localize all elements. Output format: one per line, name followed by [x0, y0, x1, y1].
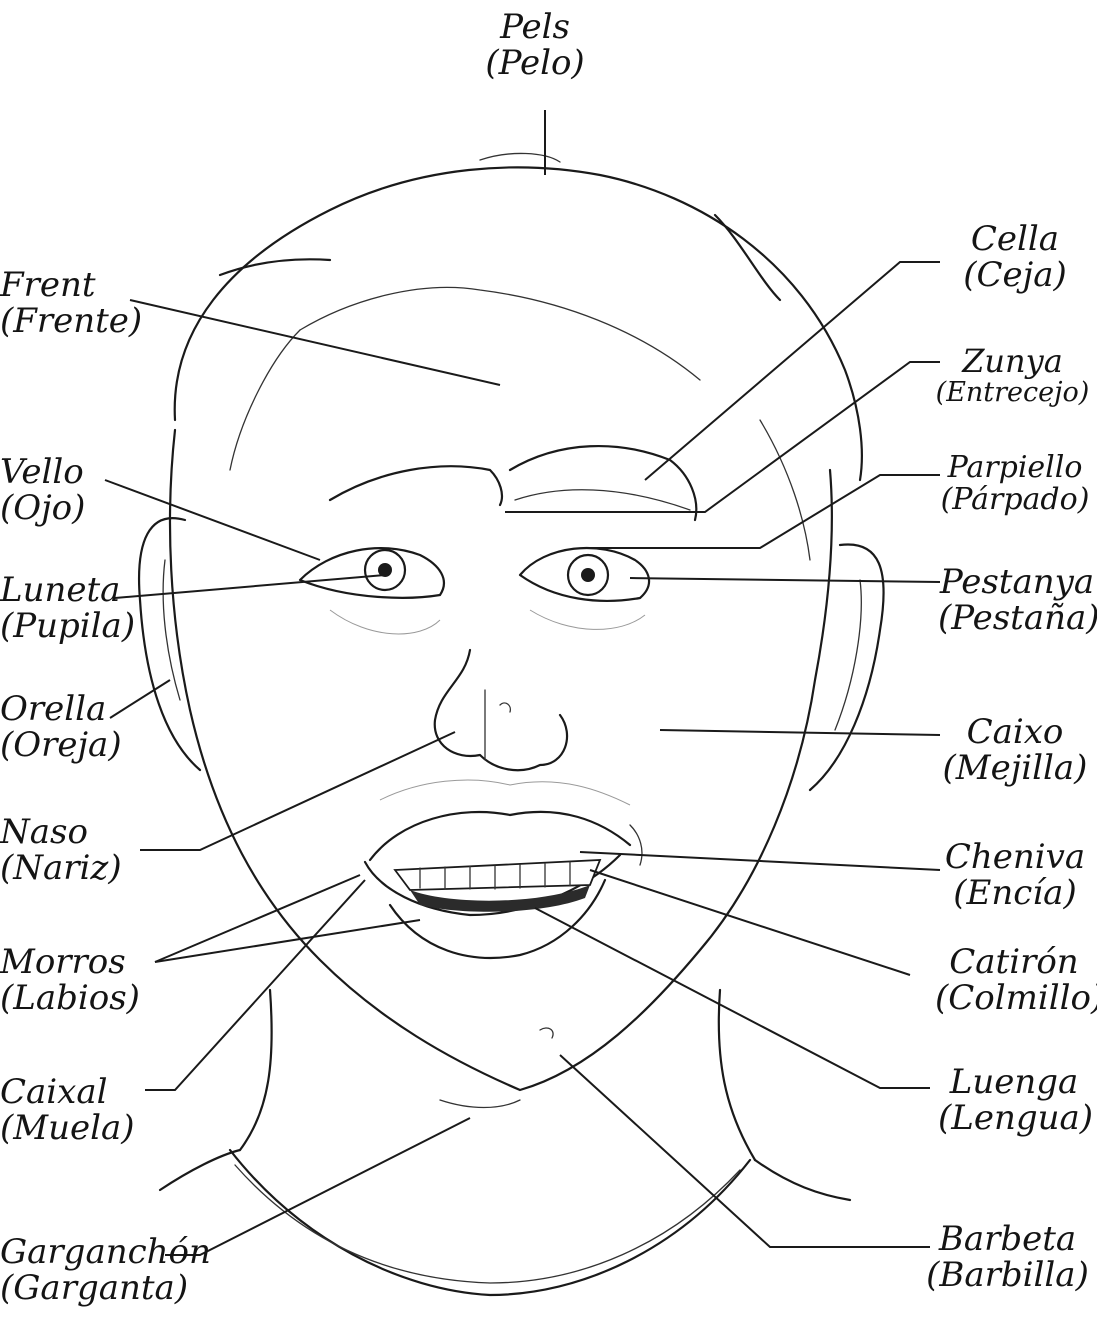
leader-frente: [130, 300, 500, 385]
label-barbilla: Barbeta (Barbilla): [925, 1222, 1090, 1293]
label-ceja-main: Cella: [940, 222, 1090, 258]
label-nariz: Naso (Nariz): [0, 815, 122, 886]
label-oreja: Orella (Oreja): [0, 692, 122, 763]
label-barbilla-sub: (Barbilla): [925, 1258, 1090, 1294]
label-parpado-sub: (Párpado): [935, 484, 1095, 516]
leader-pestana: [630, 578, 940, 582]
label-ojo-main: Vello: [0, 455, 85, 491]
label-entrecejo-main: Zunya: [930, 345, 1095, 379]
leader-nariz: [140, 732, 455, 850]
label-ceja: Cella (Ceja): [940, 222, 1090, 293]
label-frente-main: Frent: [0, 268, 142, 304]
label-parpado: Parpiello (Párpado): [935, 452, 1095, 515]
label-muela-main: Caixal: [0, 1075, 135, 1111]
label-lengua: Luenga (Lengua): [938, 1065, 1090, 1136]
label-labios: Morros (Labios): [0, 945, 140, 1016]
label-encia-sub: (Encía): [940, 876, 1090, 912]
leader-encia: [580, 852, 940, 870]
label-ojo: Vello (Ojo): [0, 455, 85, 526]
label-oreja-main: Orella: [0, 692, 122, 728]
leader-pupila: [115, 575, 385, 598]
leader-muela: [145, 880, 365, 1090]
label-entrecejo: Zunya (Entrecejo): [930, 345, 1095, 407]
label-pupila-sub: (Pupila): [0, 609, 135, 645]
label-pestana: Pestanya (Pestaña): [938, 565, 1096, 636]
label-frente-sub: (Frente): [0, 304, 142, 340]
label-mejilla-main: Caixo: [940, 715, 1090, 751]
label-frente: Frent (Frente): [0, 268, 142, 339]
label-muela-sub: (Muela): [0, 1111, 135, 1147]
label-lengua-main: Luenga: [938, 1065, 1090, 1101]
label-encia-main: Cheniva: [940, 840, 1090, 876]
label-labios-main: Morros: [0, 945, 140, 981]
label-barbilla-main: Barbeta: [925, 1222, 1090, 1258]
label-nariz-sub: (Nariz): [0, 851, 122, 887]
label-pupila: Luneta (Pupila): [0, 573, 135, 644]
label-ceja-sub: (Ceja): [940, 258, 1090, 294]
label-ojo-sub: (Ojo): [0, 491, 85, 527]
label-colmillo: Catirón (Colmillo): [935, 945, 1093, 1016]
label-labios-sub: (Labios): [0, 981, 140, 1017]
leader-colmillo: [590, 870, 910, 975]
leader-ojo: [105, 480, 320, 560]
label-mejilla: Caixo (Mejilla): [940, 715, 1090, 786]
label-entrecejo-sub: (Entrecejo): [930, 379, 1095, 407]
label-encia: Cheniva (Encía): [940, 840, 1090, 911]
label-lengua-sub: (Lengua): [938, 1101, 1090, 1137]
leader-barbilla: [560, 1055, 930, 1247]
label-parpado-main: Parpiello: [935, 452, 1095, 484]
label-pelo-sub: (Pelo): [475, 46, 595, 82]
label-oreja-sub: (Oreja): [0, 728, 122, 764]
label-pestana-sub: (Pestaña): [938, 601, 1096, 637]
label-pestana-main: Pestanya: [938, 565, 1096, 601]
leader-lengua: [535, 908, 930, 1088]
label-nariz-main: Naso: [0, 815, 122, 851]
label-garganta: Garganchón (Garganta): [0, 1235, 211, 1306]
label-muela: Caixal (Muela): [0, 1075, 135, 1146]
label-colmillo-sub: (Colmillo): [935, 981, 1093, 1017]
label-colmillo-main: Catirón: [935, 945, 1093, 981]
label-garganta-main: Garganchón: [0, 1235, 211, 1271]
label-pupila-main: Luneta: [0, 573, 135, 609]
label-pelo-main: Pels: [475, 10, 595, 46]
leader-labios-2: [155, 920, 420, 962]
label-garganta-sub: (Garganta): [0, 1271, 211, 1307]
label-pelo: Pels (Pelo): [475, 10, 595, 81]
label-mejilla-sub: (Mejilla): [940, 751, 1090, 787]
leader-mejilla: [660, 730, 940, 735]
